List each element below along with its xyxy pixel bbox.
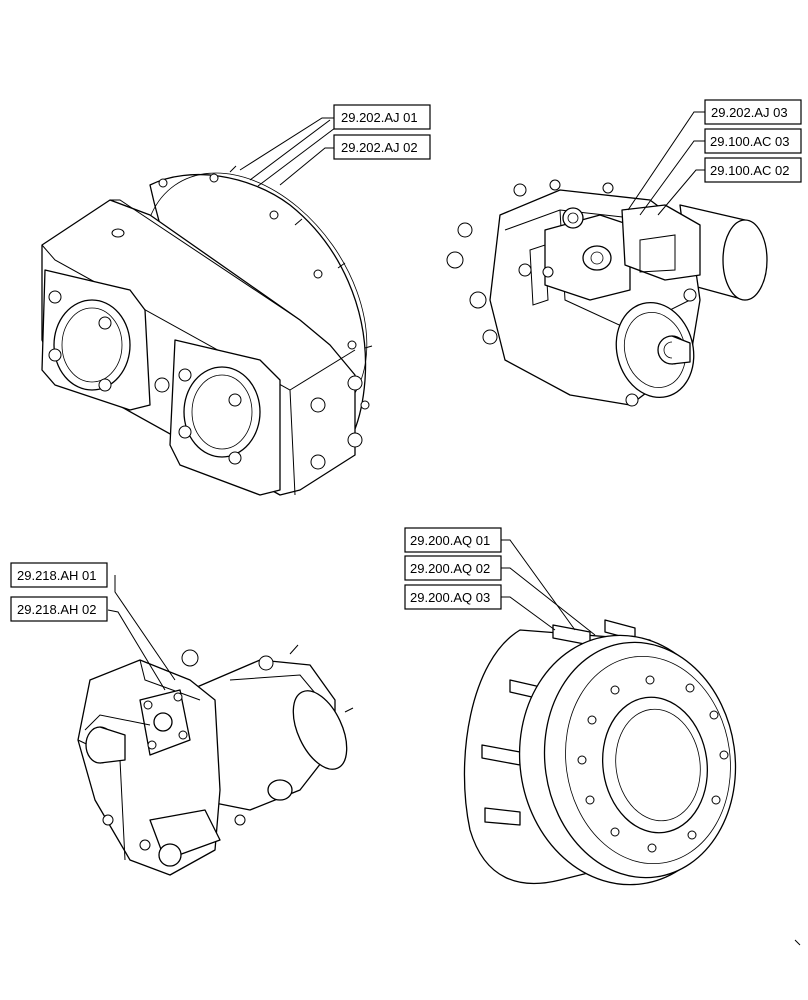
callout-29-218-ah-02[interactable]: 29.218.AH 02 [10,596,108,622]
callout-29-218-ah-01[interactable]: 29.218.AH 01 [10,562,108,588]
svg-text:29.100.AC 03: 29.100.AC 03 [710,134,790,149]
svg-text:29.218.AH 02: 29.218.AH 02 [17,602,97,617]
svg-text:29.200.AQ 02: 29.200.AQ 02 [410,561,490,576]
callout-29-202-aj-02[interactable]: 29.202.AJ 02 [333,134,431,160]
callout-29-200-aq-03[interactable]: 29.200.AQ 03 [404,584,502,610]
hydrostatic-pump-assembly [446,179,768,407]
svg-text:29.200.AQ 01: 29.200.AQ 01 [410,533,490,548]
hydraulic-motor-assembly [77,644,354,876]
callout-29-100-ac-03[interactable]: 29.100.AC 03 [704,128,802,154]
svg-text:29.200.AQ 03: 29.200.AQ 03 [410,590,490,605]
wheel-hub-assembly [463,619,801,946]
leader-lines [107,111,705,691]
callout-29-200-aq-01[interactable]: 29.200.AQ 01 [404,527,502,553]
callout-29-100-ac-02[interactable]: 29.100.AC 02 [704,157,802,183]
svg-text:29.202.AJ 01: 29.202.AJ 01 [341,110,418,125]
callout-29-202-aj-03[interactable]: 29.202.AJ 03 [704,99,802,125]
svg-text:29.202.AJ 02: 29.202.AJ 02 [341,140,418,155]
callout-29-200-aq-02[interactable]: 29.200.AQ 02 [404,555,502,581]
final-drive-assembly [41,119,373,496]
svg-text:29.218.AH 01: 29.218.AH 01 [17,568,97,583]
callout-29-202-aj-01[interactable]: 29.202.AJ 01 [333,104,431,130]
svg-text:29.100.AC 02: 29.100.AC 02 [710,163,790,178]
svg-text:29.202.AJ 03: 29.202.AJ 03 [711,105,788,120]
